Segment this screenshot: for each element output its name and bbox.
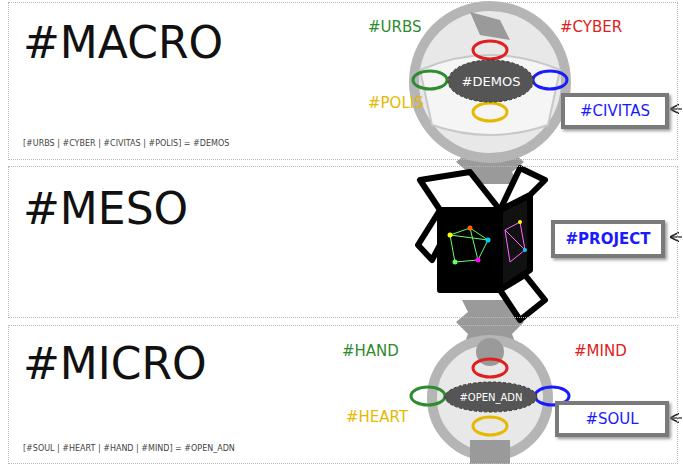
- level-title: #MESO: [23, 183, 188, 234]
- mind-ring: [473, 359, 507, 377]
- urbs-ring: [413, 71, 447, 89]
- polis-ring: [473, 103, 507, 121]
- cyber-ring: [533, 71, 567, 89]
- node-label: #DEMOS: [462, 74, 521, 89]
- node-label: #CIVITAS: [580, 102, 650, 120]
- heart-ring: [473, 417, 507, 435]
- callout-box: #SOUL: [555, 401, 669, 437]
- level-title: #MICRO: [23, 338, 207, 389]
- callout-box: #CIVITAS: [561, 93, 669, 129]
- node-label: #PROJECT: [566, 230, 651, 248]
- person-disc: [432, 338, 548, 464]
- pointer-arrow: [671, 108, 682, 109]
- facet-label: #MIND: [574, 342, 627, 360]
- level-band: #MESO #PROJECT: [8, 166, 678, 318]
- node-label: #SOUL: [585, 410, 638, 428]
- facet-label: #HAND: [342, 342, 399, 360]
- callout-box: #PROJECT: [551, 220, 665, 258]
- core-ellipse: #OPEN_ADN: [444, 381, 538, 413]
- hand-ring: [411, 387, 445, 405]
- node-label: #OPEN_ADN: [459, 392, 522, 403]
- mind-ring: [473, 41, 507, 59]
- facet-label: #URBS: [368, 18, 422, 36]
- formula-note: [#URBS | #CYBER | #CIVITAS | #POLIS] = #…: [23, 139, 229, 148]
- open-box: [418, 168, 545, 320]
- pointer-arrow: [671, 236, 682, 237]
- facet-label: #HEART: [346, 408, 408, 426]
- core-ellipse: #DEMOS: [447, 59, 534, 103]
- level-title: #MACRO: [23, 17, 223, 68]
- facet-label: #POLIS: [368, 94, 424, 112]
- facet-label: #CYBER: [560, 18, 622, 36]
- formula-note: [#SOUL | #HEART | #HAND | #MIND] = #OPEN…: [23, 444, 235, 453]
- globe-disc: [414, 6, 566, 158]
- pointer-arrow: [671, 417, 682, 418]
